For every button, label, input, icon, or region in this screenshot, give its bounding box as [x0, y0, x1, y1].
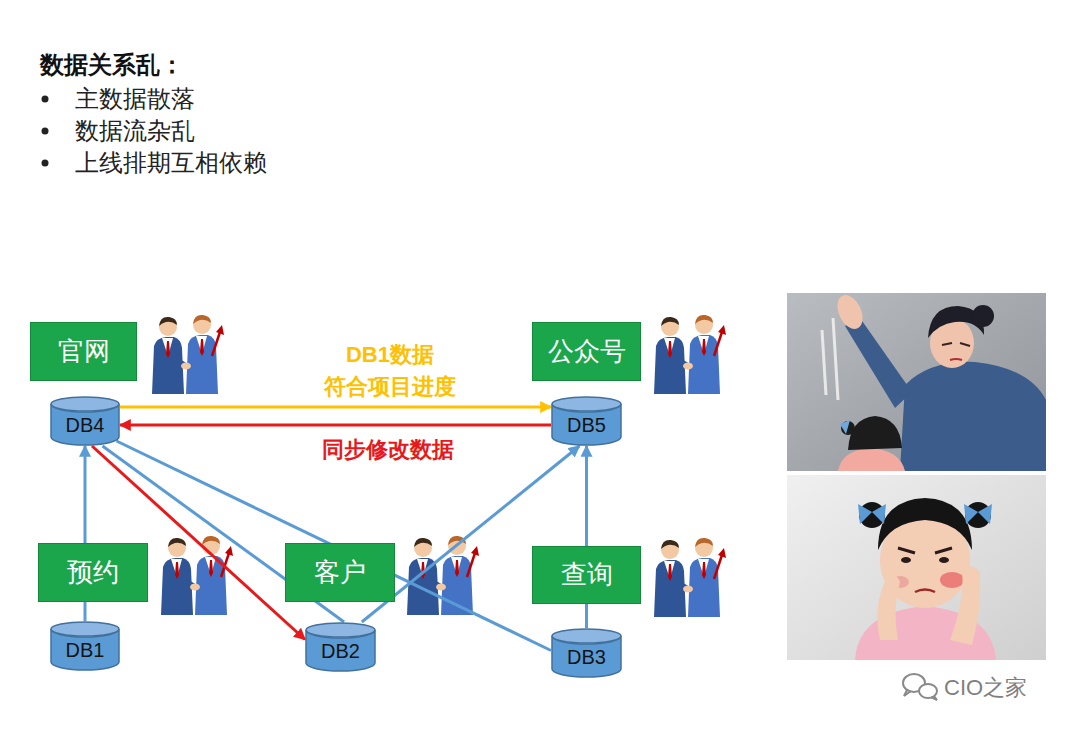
handshake-icon: [152, 315, 224, 394]
bullet-text: 数据流杂乱: [75, 116, 195, 146]
bullet-dot: [42, 160, 49, 167]
node-text: DB5: [567, 414, 606, 437]
system-box: 公众号: [532, 322, 641, 381]
node-text: DB2: [321, 640, 360, 663]
cylinder-top: [51, 622, 119, 636]
edge-label: DB1数据 符合项目进度: [300, 339, 480, 403]
system-box: 官网: [30, 322, 137, 381]
cartoon-girl: [787, 475, 1046, 660]
connector-arrow: [120, 424, 551, 427]
database-cylinder: DB3: [551, 628, 622, 678]
system-box: 客户: [285, 543, 395, 602]
database-cylinder: DB1: [50, 621, 120, 671]
cylinder-top: [51, 397, 119, 411]
database-cylinder: DB5: [551, 396, 622, 446]
node-text: 官网: [58, 337, 110, 367]
bullet-text: 上线排期互相依赖: [75, 148, 267, 178]
node-text: 公众号: [548, 337, 626, 367]
woman-arm: [845, 318, 912, 408]
wechat-icon: [903, 674, 937, 700]
cartoon-slap: [787, 291, 1046, 471]
system-box: 查询: [532, 546, 641, 604]
handshake-icon: [654, 315, 726, 394]
handshake-icon: [654, 538, 726, 617]
database-cylinder: DB2: [305, 622, 376, 672]
system-box: 预约: [38, 543, 148, 602]
cylinder-top: [306, 623, 375, 637]
handshake-icon: [161, 536, 233, 615]
icon-cards: [105, 297, 767, 628]
cylinder-top: [552, 397, 621, 411]
cartoon-panel: [787, 475, 1046, 660]
node-text: 查询: [561, 560, 613, 590]
edge-label: 同步修改数据: [288, 434, 488, 466]
connector-arrow: [120, 406, 551, 409]
node-text: 预约: [67, 558, 119, 588]
bullet-text: 主数据散落: [75, 84, 195, 114]
girl-hand: [950, 566, 980, 645]
connector-arrow: [117, 441, 552, 651]
bullet-dot: [42, 128, 49, 135]
girl-shirt: [838, 448, 905, 471]
watermark: CIO之家: [944, 673, 1027, 703]
cartoon-panel: [787, 293, 1046, 471]
woman-body: [900, 362, 1046, 471]
cylinder-top: [552, 629, 621, 643]
database-cylinder: DB4: [50, 396, 120, 446]
bullet-dot: [42, 96, 49, 103]
bullet-dots: [42, 96, 49, 167]
node-text: 客户: [314, 558, 366, 588]
node-text: DB1: [66, 639, 105, 662]
slide-title: 数据关系乱：: [40, 50, 184, 80]
node-text: DB3: [567, 646, 606, 669]
node-text: DB4: [66, 414, 105, 437]
